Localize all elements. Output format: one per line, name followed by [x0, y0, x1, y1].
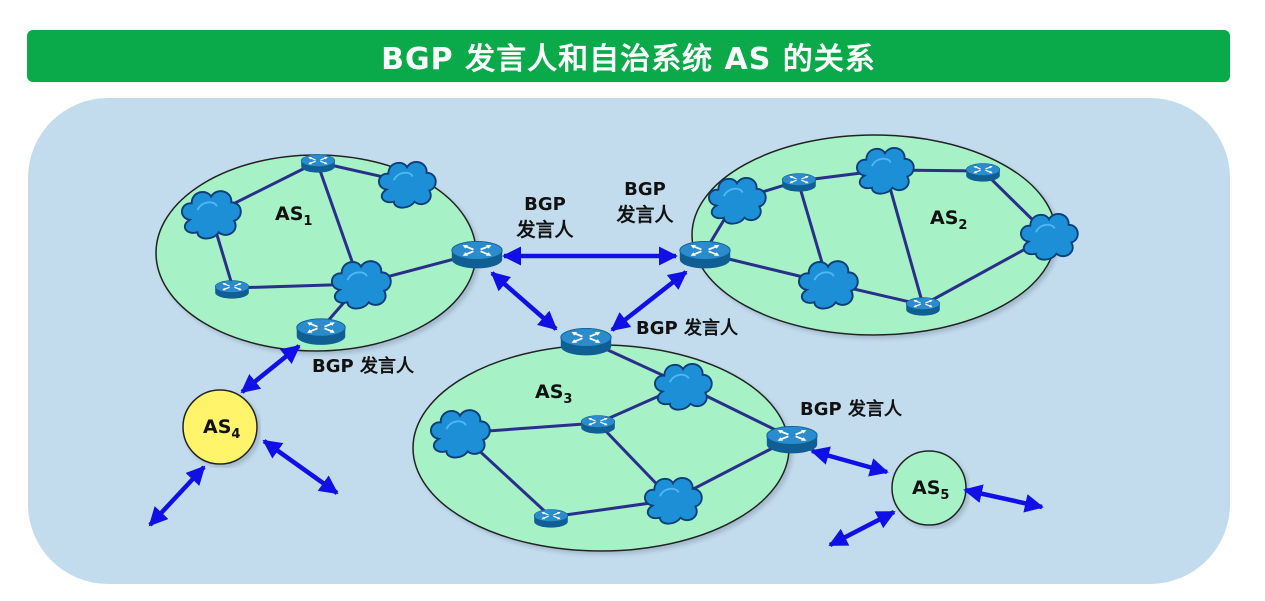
bgp-sessions — [148, 246, 1044, 547]
as4-label: AS4 — [203, 416, 240, 442]
as5-external-arrow-left — [828, 510, 896, 547]
router-icon — [580, 415, 616, 435]
as4-node — [182, 389, 258, 465]
router-icon — [450, 240, 504, 270]
router-icon — [559, 327, 613, 357]
as2-as3-arrow — [610, 270, 688, 332]
router-icon — [533, 508, 569, 529]
bgp-speaker-label-as3-right: BGP 发言人 — [800, 398, 903, 420]
as3-label: AS3 — [535, 381, 572, 407]
as4-external-arrow-left — [148, 465, 206, 527]
bgp-speaker-label-as1-bottom: BGP 发言人 — [312, 355, 415, 377]
router-icon — [214, 279, 250, 300]
as5-external-arrow-right — [963, 484, 1044, 513]
page-title: BGP 发言人和自治系统 AS 的关系 — [27, 30, 1230, 82]
as1-as3-arrow — [490, 271, 558, 331]
bgp-speaker-label-as3-top: BGP 发言人 — [636, 317, 739, 339]
as1-as4-arrow — [240, 344, 301, 394]
router-icon — [300, 154, 336, 174]
bgp-speaker-label-as1-right-line1: BGP — [524, 194, 566, 215]
as1-label: AS1 — [275, 203, 312, 229]
as5-label: AS5 — [912, 477, 949, 503]
router-icon — [295, 317, 347, 346]
router-icon — [781, 172, 817, 193]
router-icon — [905, 297, 941, 317]
router-icon — [965, 162, 1001, 183]
bgp-speaker-label-as1-right-line2: 发言人 — [515, 218, 574, 241]
as2-label: AS2 — [930, 207, 967, 233]
router-icon — [678, 240, 732, 270]
router-icon — [765, 425, 819, 455]
as4-external-arrow-right — [262, 439, 339, 495]
as3-as5-arrow — [810, 446, 889, 477]
bgp-speaker-label-as2-left-line1: BGP — [624, 179, 666, 200]
bgp-speaker-label-as2-left-line2: 发言人 — [615, 203, 674, 226]
